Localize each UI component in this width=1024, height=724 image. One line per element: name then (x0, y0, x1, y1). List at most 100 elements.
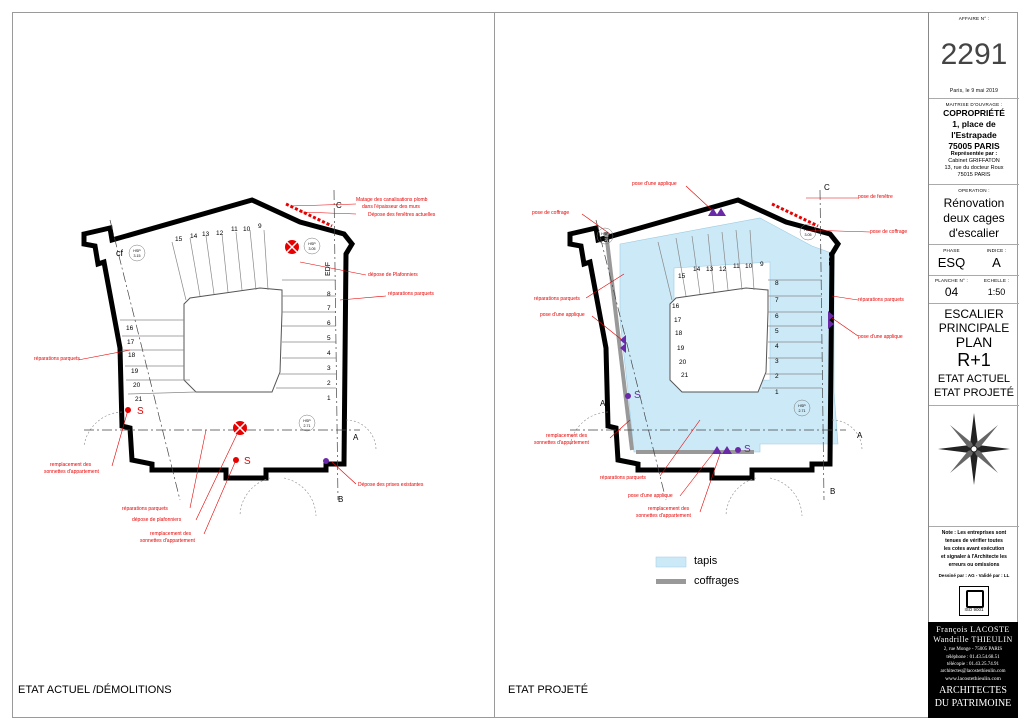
stair-treads-top (657, 229, 755, 301)
left-floor-plan: 15 14 13 12 11 10 9 8 7 6 5 4 3 2 1 16 1… (77, 189, 387, 535)
step-number: 3 (775, 358, 779, 365)
s-mark: S (137, 406, 144, 417)
step-number: 13 (706, 266, 714, 273)
step-number: 15 (175, 236, 183, 243)
annotation-left: Matage des canalisations plomb (356, 197, 428, 203)
annotation-right: réparations parquets (858, 297, 904, 303)
iso-label: ISO 9001 (964, 607, 984, 612)
annotation-left: dépose de Plafonniers (368, 272, 418, 278)
step-number: 8 (775, 280, 779, 287)
affaire-number: 2291 (940, 38, 1008, 71)
annotation-left: réparations parquets (34, 356, 80, 362)
drawing-title: ESCALIER (944, 307, 1004, 321)
phase: ESQ (937, 255, 966, 270)
right-caption: ETAT PROJETÉ (508, 684, 589, 696)
stair-treads-right (276, 279, 336, 389)
socket-marker (323, 458, 329, 464)
s-mark: S (744, 444, 751, 455)
architect-phone: téléphone : 01.43.54.68.51 (946, 655, 1000, 660)
hsp-label: HSP (798, 404, 806, 408)
represented-line: 75015 PARIS (957, 172, 991, 178)
sheet-border-left (12, 12, 13, 718)
step-number: 11 (231, 226, 238, 233)
annotation-right: pose d'une applique (628, 493, 673, 499)
step-number: 20 (679, 359, 687, 366)
step-number: 19 (131, 368, 139, 375)
represented-line: 13, rue du docteur Roux (944, 165, 1004, 171)
panel-divider (494, 12, 495, 718)
wall-outline (81, 197, 356, 481)
indice: A (992, 255, 1001, 270)
step-number: 2 (775, 373, 779, 380)
legend-label-tapis: tapis (694, 555, 718, 567)
stair-well (183, 287, 283, 393)
operation-line: d'escalier (948, 226, 1000, 240)
sheet-border-top (12, 12, 1018, 13)
note-line: les cotes avant exécution (943, 546, 1005, 552)
section-letter: B (338, 495, 343, 504)
hsp-label: HSP (133, 249, 141, 253)
step-number: 7 (775, 297, 779, 304)
step-number: 16 (672, 303, 680, 310)
step-number: 11 (733, 263, 740, 270)
step-number: 19 (677, 345, 685, 352)
step-number: 1 (327, 395, 331, 402)
step-number: 15 (678, 273, 686, 280)
doorbell-marker (625, 393, 631, 399)
step-number: 9 (760, 261, 764, 268)
operation-line: deux cages (943, 211, 1005, 225)
section-lines (84, 189, 360, 501)
annotation-leaders (77, 203, 387, 535)
operation-label: OPERATION : (958, 188, 990, 193)
annotation-left: remplacement des (150, 531, 192, 537)
architect-name: Wandrille THIEULIN (933, 635, 1013, 644)
step-number: 8 (327, 291, 331, 298)
annotation-leaders (581, 185, 871, 513)
window (285, 202, 333, 228)
annotation-left: Dépose des prises existantes (358, 482, 424, 488)
doorbell-marker (233, 457, 239, 463)
step-number: 1 (775, 389, 779, 396)
architect-web[interactable]: www.lacostethieulin.com (945, 676, 1001, 682)
step-number: 14 (190, 233, 198, 240)
annotation-right: remplacement des (546, 433, 588, 439)
step-number: 14 (693, 266, 701, 273)
annotation-right: sonnettes d'appartement (534, 440, 589, 446)
annotation-right: sonnettes d'appartement (636, 513, 691, 519)
step-number: 17 (674, 317, 682, 324)
edf-label: EDF (325, 262, 332, 276)
doorbell-marker (735, 447, 741, 453)
edf-label: EDF (829, 252, 836, 266)
right-floor-plan: 15 14 13 12 11 10 9 8 7 6 5 4 3 2 1 16 1… (567, 183, 871, 584)
hsp-value: 2.71 (304, 424, 311, 428)
hsp-value: 3.05 (309, 247, 316, 251)
annotation-left: Dépose des fenêtres actuelles (368, 212, 436, 218)
step-number: 10 (745, 263, 753, 270)
stair-treads-left (120, 319, 197, 395)
section-letter: A (857, 431, 863, 440)
step-number: 13 (202, 231, 210, 238)
section-letter: A' (600, 399, 607, 408)
title-block: AFFAIRE N° : 2291 Paris, le 9 mai 2019 M… (928, 12, 1019, 718)
step-number: 20 (133, 382, 141, 389)
legend-swatch-tapis (655, 556, 687, 568)
s-mark: S (244, 456, 251, 467)
wall-outline (567, 197, 842, 481)
left-caption: ETAT ACTUEL /DÉMOLITIONS (18, 684, 172, 696)
iso-logo: ISO 9001 (959, 586, 989, 616)
hsp-label: HSP (303, 419, 311, 423)
plafonnier-marker (232, 420, 248, 436)
annotation-right: pose d'une applique (858, 334, 903, 340)
step-number: 21 (681, 372, 689, 379)
step-number: 7 (327, 305, 331, 312)
step-number: 9 (258, 223, 262, 230)
step-number: 21 (135, 396, 143, 403)
client-line: l'Estrapade (951, 130, 997, 140)
stair-treads-right (762, 279, 822, 389)
hsp-label: HSP (601, 232, 609, 236)
hsp-label: HSP (308, 242, 316, 246)
note-line: Note : Les entreprises sont (941, 530, 1007, 536)
section-letter: B (830, 487, 835, 496)
doorbell-marker (125, 407, 131, 413)
